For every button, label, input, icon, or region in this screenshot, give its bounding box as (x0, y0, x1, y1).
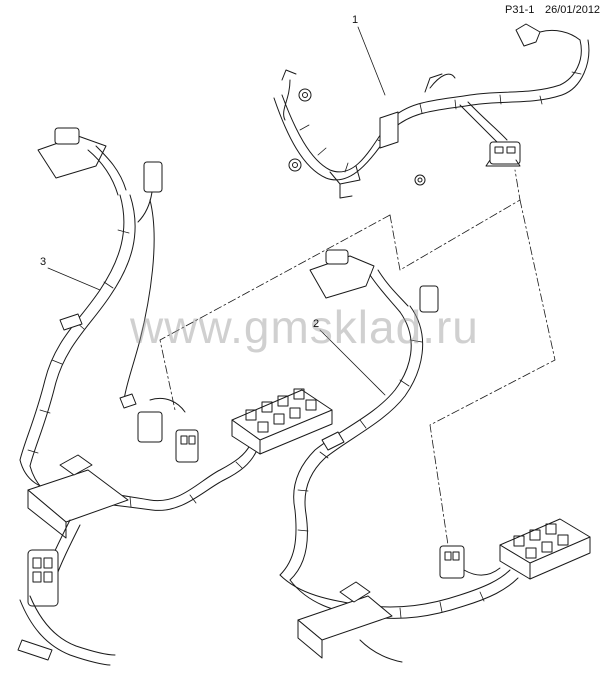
callout-2: 2 (313, 318, 320, 330)
harness-3 (17, 127, 333, 666)
page-id: P31-1 (505, 4, 535, 16)
callout-1: 1 (352, 14, 359, 26)
callout-3: 3 (40, 256, 47, 268)
leader-lines (47, 26, 386, 396)
harness-2 (279, 249, 591, 663)
routing-lines (159, 169, 556, 546)
harness-1 (273, 23, 590, 199)
watermark: www.gmsklad.ru (130, 301, 479, 353)
page-date: 26/01/2012 (545, 4, 600, 16)
